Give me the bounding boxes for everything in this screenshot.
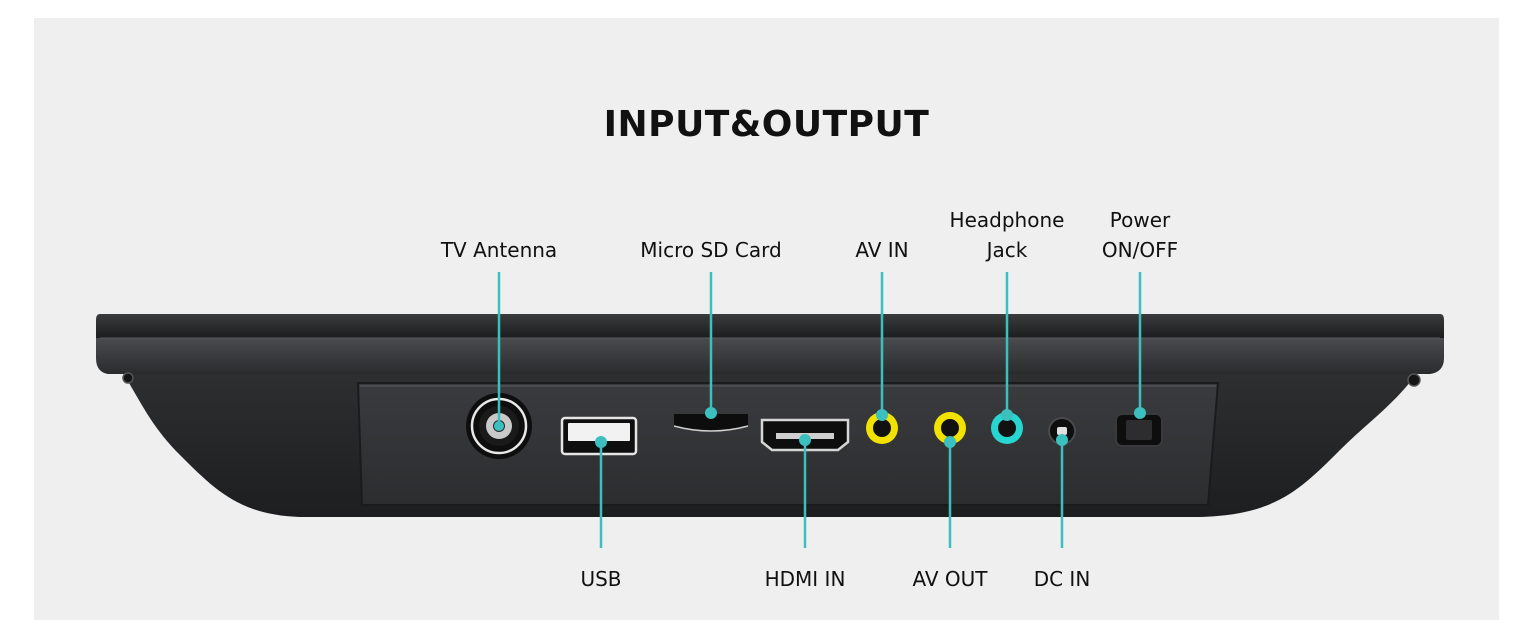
label-headphone-jack: Headphone Jack — [937, 205, 1077, 265]
callout-dot-usb — [595, 436, 607, 448]
av-out-port — [934, 412, 966, 444]
callout-dot-power — [1134, 407, 1146, 419]
callout-dot-av-in — [876, 409, 888, 421]
device-lid-top — [96, 314, 1444, 338]
label-dc-in: DC IN — [1033, 567, 1091, 591]
label-power-line1: Power — [1109, 208, 1171, 232]
label-tv-antenna: TV Antenna — [440, 238, 558, 262]
callout-dot-tv-antenna — [494, 421, 504, 431]
label-hdmi-in: HDMI IN — [764, 567, 846, 591]
label-power: Power ON/OFF — [1085, 205, 1195, 265]
micro-sd-slot — [673, 414, 749, 432]
label-av-out: AV OUT — [912, 567, 988, 591]
callout-lines — [494, 272, 1146, 548]
av-in-port — [866, 412, 898, 444]
label-usb: USB — [580, 567, 622, 591]
label-headphone-line2: Jack — [986, 238, 1028, 262]
dc-in-port — [1048, 417, 1076, 445]
usb-port — [560, 416, 638, 456]
callout-dot-hdmi — [799, 434, 811, 446]
callout-dot-micro-sd — [705, 407, 717, 419]
label-headphone-line1: Headphone — [949, 208, 1065, 232]
label-power-line2: ON/OFF — [1101, 238, 1179, 262]
headphone-port — [991, 412, 1023, 444]
callout-dot-av-out — [944, 436, 956, 448]
callout-dot-headphone — [1001, 409, 1013, 421]
label-av-in: AV IN — [855, 238, 909, 262]
callout-dot-dc-in — [1056, 434, 1068, 446]
page-title: INPUT&OUTPUT — [603, 104, 930, 145]
device-lid-side — [96, 338, 1444, 374]
label-micro-sd: Micro SD Card — [640, 238, 782, 262]
